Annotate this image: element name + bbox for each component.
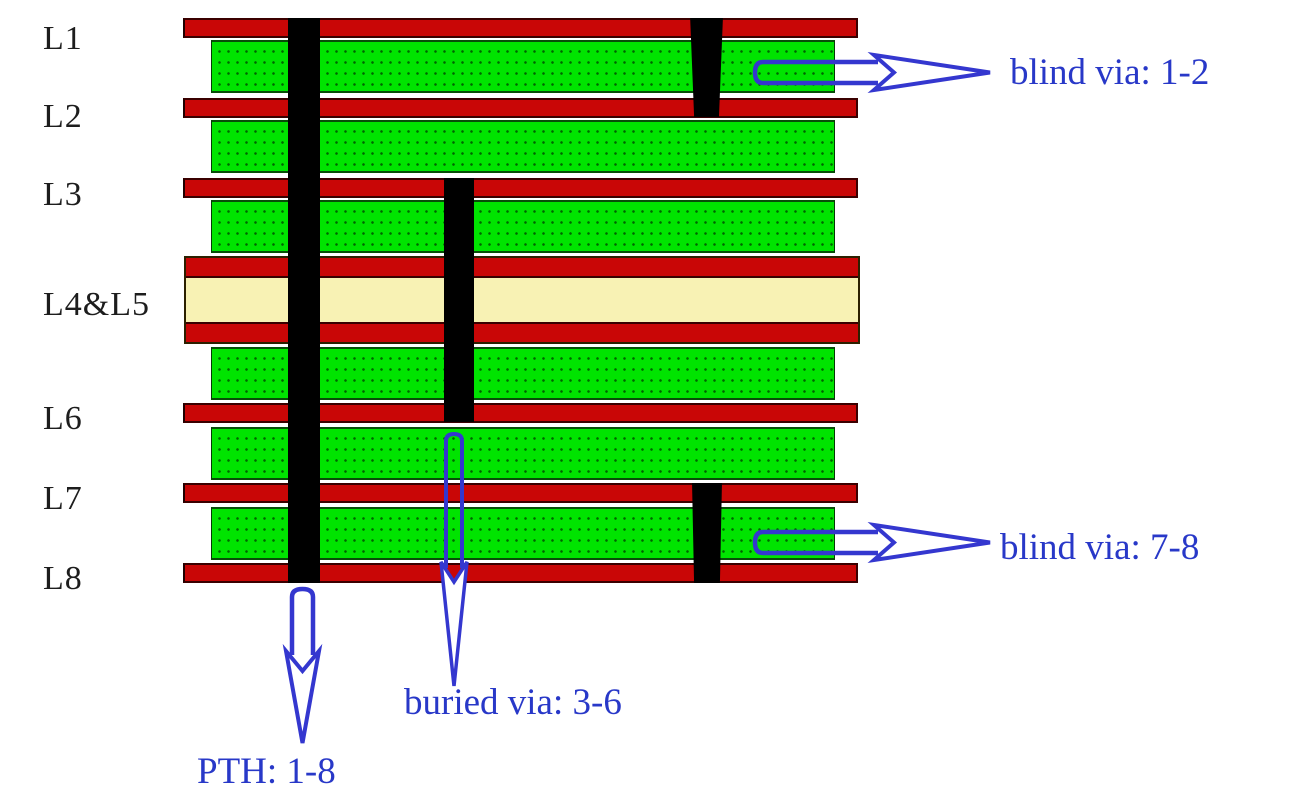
pth-1-8-label: PTH: 1-8 [197,751,336,792]
blind-via-1-2 [690,18,723,117]
layer-label-l4l5: L4&L5 [43,286,150,323]
copper-layer-l2 [183,98,858,118]
blind-via-1-2-arrow-icon [752,52,991,93]
core-l4-l5 [184,256,860,344]
buried-via-3-6 [444,178,474,422]
copper-layer-l6 [183,403,858,423]
layer-label-l8: L8 [43,560,83,597]
copper-layer-l7 [183,483,858,503]
layer-label-l3: L3 [43,176,83,213]
copper-layer-l4 [186,258,858,278]
pth-1-8-arrow-icon [282,586,323,744]
layer-label-l2: L2 [43,98,83,135]
buried-via-3-6-label: buried via: 3-6 [404,682,622,723]
blind-via-7-8-arrow-icon [752,522,991,563]
copper-layer-l3 [183,178,858,198]
copper-layer-l1 [183,18,858,38]
copper-layer-l5 [186,322,858,342]
buried-via-3-6-arrow-icon [439,431,469,687]
layer-label-l1: L1 [43,20,83,57]
layer-label-l6: L6 [43,400,83,437]
pth-via-1-8 [288,18,320,583]
copper-layer-l8 [183,563,858,583]
layer-label-l7: L7 [43,480,83,517]
blind-via-7-8-label: blind via: 7-8 [1000,527,1200,568]
blind-via-1-2-label: blind via: 1-2 [1010,52,1210,93]
blind-via-7-8 [692,483,722,583]
